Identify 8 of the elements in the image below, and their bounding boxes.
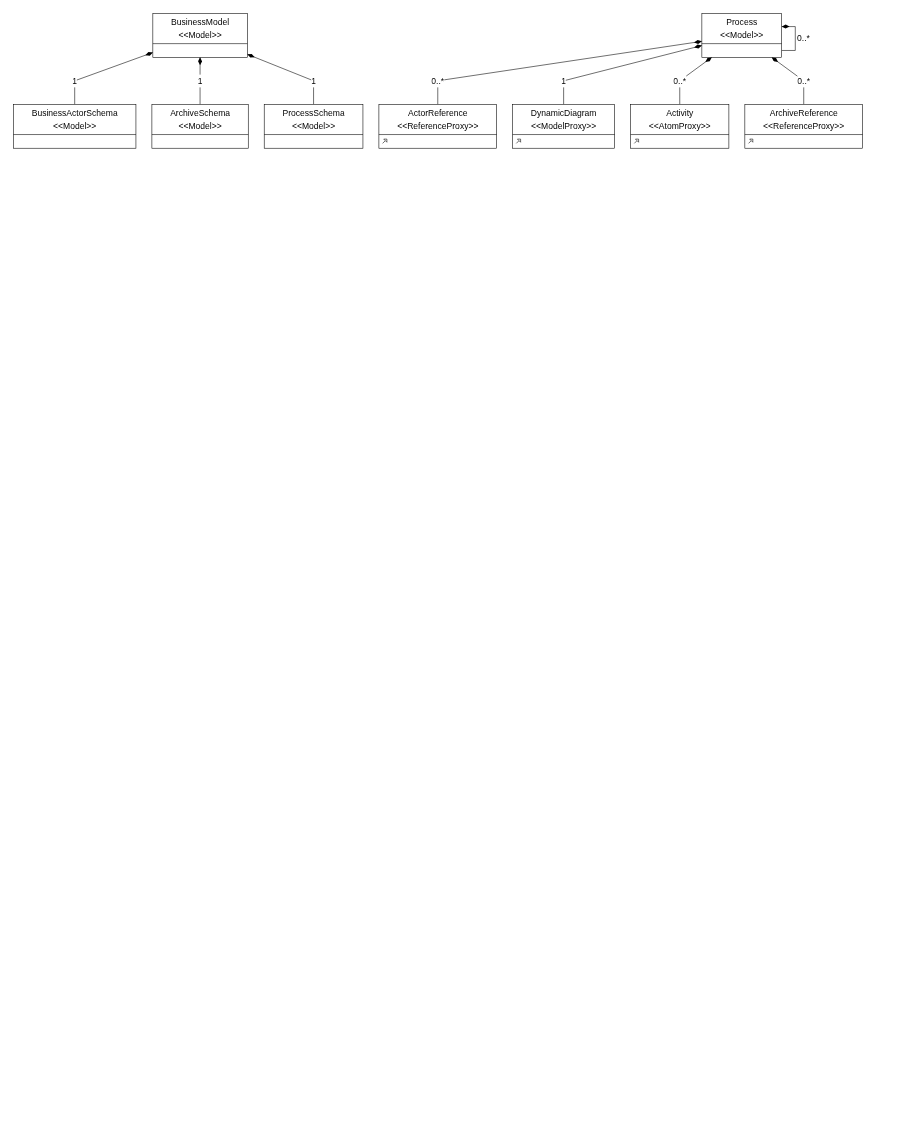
edge-label: 0..* — [797, 75, 811, 86]
edge-label: 0..* — [797, 33, 810, 43]
edge-label: 0..* — [431, 75, 445, 86]
edge-label: 0..* — [673, 75, 687, 86]
edge-label: 1 — [561, 75, 567, 86]
edge-label: 1 — [72, 75, 78, 86]
edge-label: 1 — [197, 75, 203, 86]
edge-label: 1 — [311, 75, 316, 86]
